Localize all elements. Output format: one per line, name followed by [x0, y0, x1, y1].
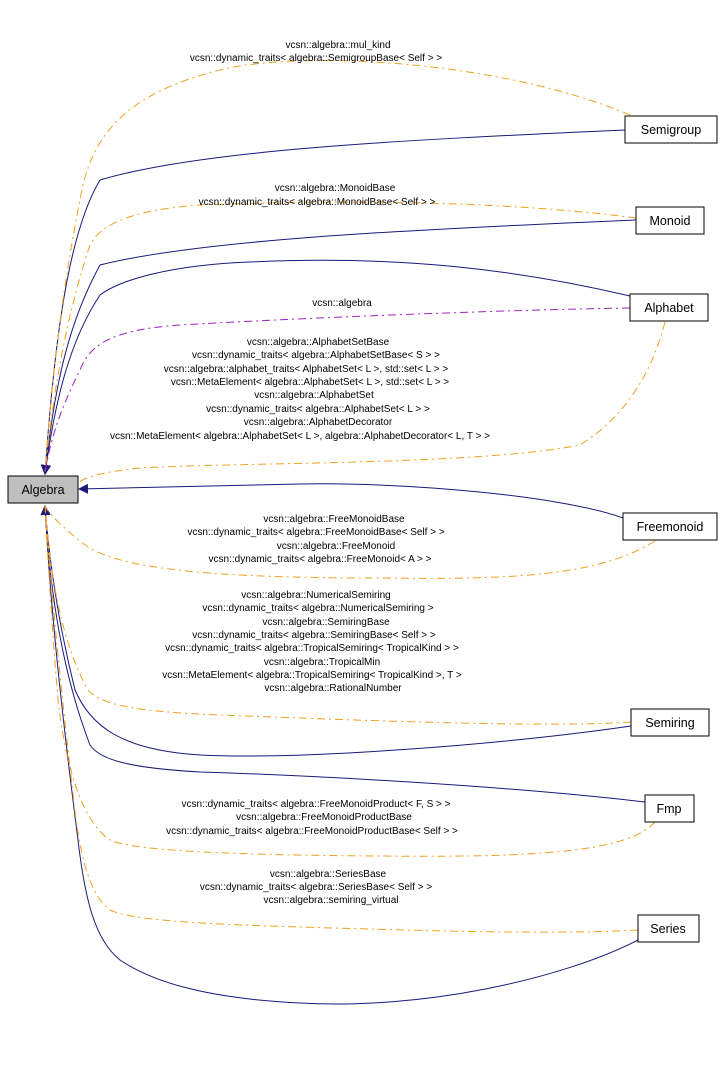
node-monoid[interactable]: Monoid	[635, 206, 705, 235]
edge-series-dashed	[44, 505, 639, 933]
label-fmp-0: vcsn::dynamic_traits< algebra::FreeMonoi…	[181, 799, 450, 810]
label-series-2: vcsn::algebra::semiring_virtual	[263, 895, 398, 906]
label-semiring-4: vcsn::dynamic_traits< algebra::TropicalS…	[165, 643, 459, 654]
node-freemonoid[interactable]: Freemonoid	[622, 512, 718, 541]
node-semiring[interactable]: Semiring	[630, 708, 710, 737]
node-semigroup-label: Semigroup	[641, 123, 701, 137]
edge-semiring-dashed	[44, 505, 632, 725]
label-semiring-1: vcsn::dynamic_traits< algebra::Numerical…	[202, 603, 433, 614]
label-freemonoid-0: vcsn::algebra::FreeMonoidBase	[263, 514, 405, 525]
edge-fmp-solid	[40, 505, 646, 803]
label-fmp-2: vcsn::dynamic_traits< algebra::FreeMonoi…	[166, 826, 458, 837]
node-algebra[interactable]: Algebra	[7, 475, 79, 504]
label-semiring-6: vcsn::MetaElement< algebra::TropicalSemi…	[162, 670, 462, 681]
node-alphabet-label: Alphabet	[644, 301, 694, 315]
label-monoid-0: vcsn::algebra::MonoidBase	[275, 183, 396, 194]
label-alphabet-4: vcsn::algebra::AlphabetSet	[254, 390, 374, 401]
label-alphabet-2: vcsn::algebra::alphabet_traits< Alphabet…	[164, 364, 449, 375]
edge-alphabet-ns-dashed	[44, 307, 631, 475]
node-fmp[interactable]: Fmp	[644, 794, 695, 823]
node-freemonoid-label: Freemonoid	[637, 520, 704, 534]
edge-semigroup-dashed	[44, 60, 631, 475]
label-series-1: vcsn::dynamic_traits< algebra::SeriesBas…	[200, 882, 433, 893]
node-semigroup[interactable]: Semigroup	[624, 115, 718, 144]
edge-alphabet-dashed	[78, 321, 666, 483]
edge-labels: vcsn::algebra::mul_kind vcsn::dynamic_tr…	[110, 40, 490, 906]
label-alphabet-5: vcsn::dynamic_traits< algebra::AlphabetS…	[206, 404, 430, 415]
label-alphabet-7: vcsn::MetaElement< algebra::AlphabetSet<…	[110, 431, 490, 442]
node-series-label: Series	[650, 922, 685, 936]
label-alphabet-3: vcsn::MetaElement< algebra::AlphabetSet<…	[171, 377, 449, 388]
node-semiring-label: Semiring	[645, 716, 694, 730]
edge-series-solid	[40, 505, 639, 1005]
label-semiring-2: vcsn::algebra::SemiringBase	[262, 617, 390, 628]
label-semiring-0: vcsn::algebra::NumericalSemiring	[241, 590, 391, 601]
label-alphabet-6: vcsn::algebra::AlphabetDecorator	[244, 417, 393, 428]
dashed-edges	[44, 60, 666, 933]
edge-freemonoid-dashed	[44, 505, 656, 579]
label-freemonoid-3: vcsn::dynamic_traits< algebra::FreeMonoi…	[209, 554, 432, 565]
label-fmp-1: vcsn::algebra::FreeMonoidProductBase	[236, 812, 412, 823]
node-algebra-label: Algebra	[21, 483, 64, 497]
label-semiring-7: vcsn::algebra::RationalNumber	[264, 683, 402, 694]
label-alphabet-ns-0: vcsn::algebra	[312, 298, 372, 309]
label-semigroup-1: vcsn::dynamic_traits< algebra::Semigroup…	[190, 53, 443, 64]
edge-freemonoid-solid	[78, 483, 624, 519]
node-series[interactable]: Series	[637, 914, 700, 943]
edge-monoid-solid	[40, 219, 637, 475]
edge-alphabet-solid	[41, 259, 631, 475]
label-semiring-3: vcsn::dynamic_traits< algebra::SemiringB…	[192, 630, 436, 641]
edge-semiring-solid	[40, 505, 632, 757]
edge-fmp-dashed	[44, 505, 656, 857]
label-semiring-5: vcsn::algebra::TropicalMin	[264, 657, 380, 668]
label-monoid-1: vcsn::dynamic_traits< algebra::MonoidBas…	[199, 197, 436, 208]
label-semigroup-0: vcsn::algebra::mul_kind	[285, 40, 390, 51]
label-series-0: vcsn::algebra::SeriesBase	[270, 869, 387, 880]
node-alphabet[interactable]: Alphabet	[629, 293, 709, 322]
edge-monoid-dashed	[44, 201, 637, 475]
label-alphabet-1: vcsn::dynamic_traits< algebra::AlphabetS…	[192, 350, 440, 361]
label-freemonoid-2: vcsn::algebra::FreeMonoid	[277, 541, 395, 552]
edges	[40, 129, 646, 1005]
node-fmp-label: Fmp	[657, 802, 682, 816]
node-monoid-label: Monoid	[650, 214, 691, 228]
label-freemonoid-1: vcsn::dynamic_traits< algebra::FreeMonoi…	[187, 527, 445, 538]
label-alphabet-0: vcsn::algebra::AlphabetSetBase	[247, 337, 390, 348]
